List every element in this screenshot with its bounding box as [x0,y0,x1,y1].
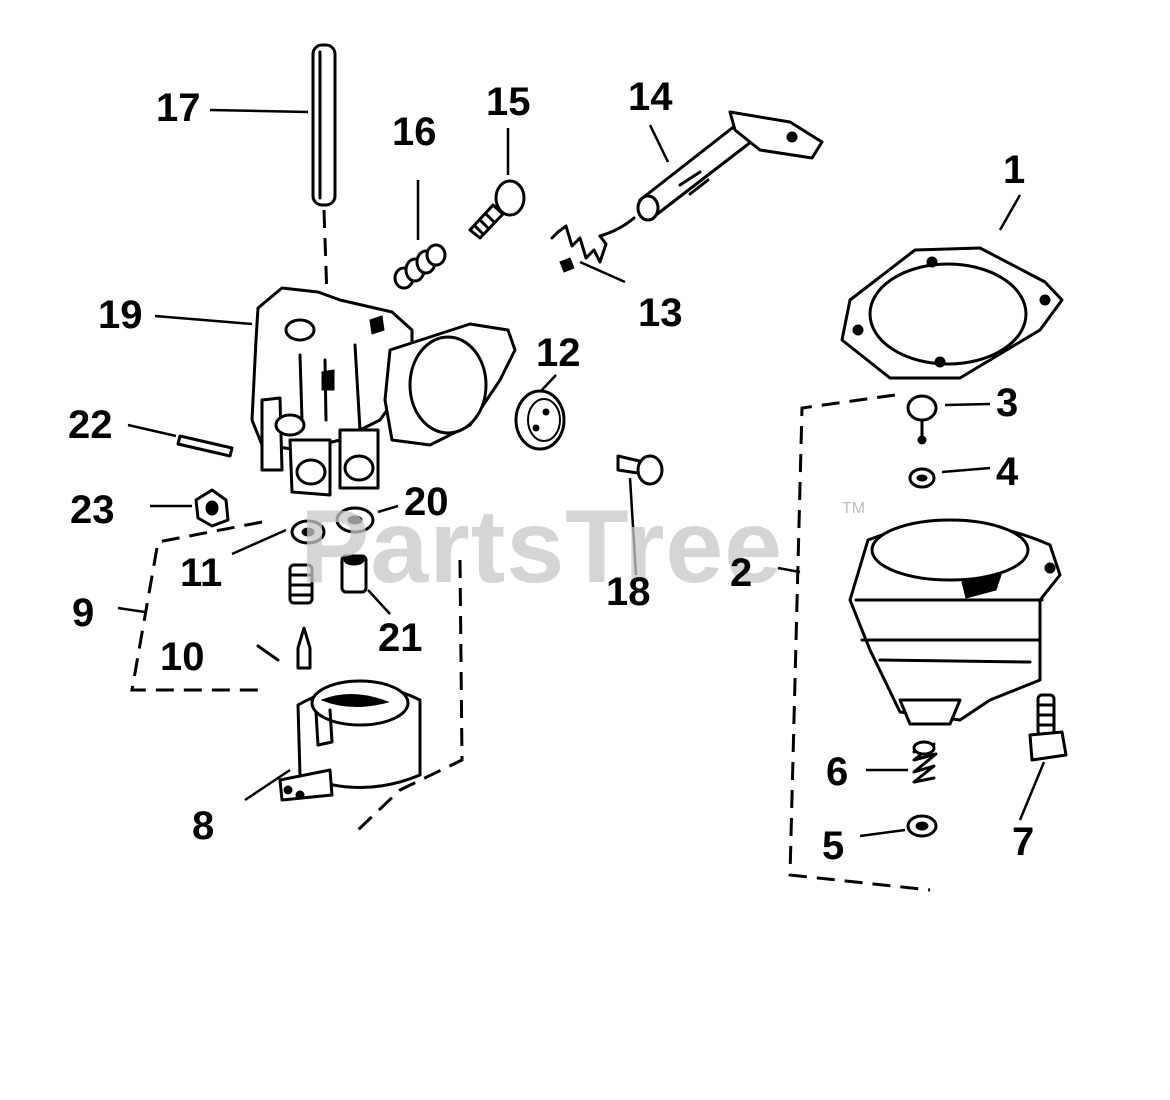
callout-13: 13 [638,291,683,335]
assembly-bracket-2 [788,393,931,892]
trademark-symbol: TM [842,500,866,517]
callout-10: 10 [160,635,205,679]
callout-16: 16 [392,110,437,154]
callout-9: 9 [72,591,95,635]
part-14-throttle-shaft [636,110,824,222]
part-5-washer [906,814,938,838]
callout-12: 12 [536,331,581,375]
part-6-spring [912,740,938,784]
part-7-bolt [1028,693,1068,762]
part-21-plug [340,554,368,594]
assembly-bracket-9 [130,520,263,692]
callout-21: 21 [378,616,423,660]
callout-8: 8 [192,804,215,848]
part-11-washer [290,519,326,545]
part-15-idle-screw [468,179,526,240]
callout-15: 15 [486,80,531,124]
part-10-needle [256,626,312,670]
part-20-washer [335,506,375,534]
callout-22: 22 [68,403,113,447]
callout-4: 4 [996,450,1019,494]
callout-3: 3 [996,381,1019,425]
callout-19: 19 [98,293,143,337]
part-4-seat [908,467,936,489]
partstree-watermark: PartsTree [300,489,784,605]
part-2-float-bowl [848,518,1062,726]
assembly-line-8 [356,559,464,832]
callout-17: 17 [156,86,201,130]
callout-2: 2 [730,551,753,595]
callout-5: 5 [822,824,845,868]
callout-23: 23 [70,488,115,532]
part-3-needle-valve [906,394,938,445]
part-16-spring [393,243,447,290]
leader-9 [117,606,146,614]
callout-18: 18 [606,570,651,614]
callout-7: 7 [1012,820,1035,864]
part-17-tube [311,43,337,207]
part-1-gasket [840,246,1064,380]
part-13-spring [550,216,636,273]
leader-lines [127,108,1046,838]
callout-14: 14 [628,75,673,119]
part-23-fitting [194,488,230,528]
callout-20: 20 [404,480,449,524]
part-18-screw [616,454,664,486]
part-22-pin [176,434,234,458]
part-12-welch-plug [514,389,566,451]
part-19-carburetor-body [250,286,517,497]
callout-11: 11 [180,551,223,595]
part-8-float [278,679,422,802]
part-jet [288,563,314,605]
callout-1: 1 [1003,148,1026,192]
callout-6: 6 [826,750,849,794]
